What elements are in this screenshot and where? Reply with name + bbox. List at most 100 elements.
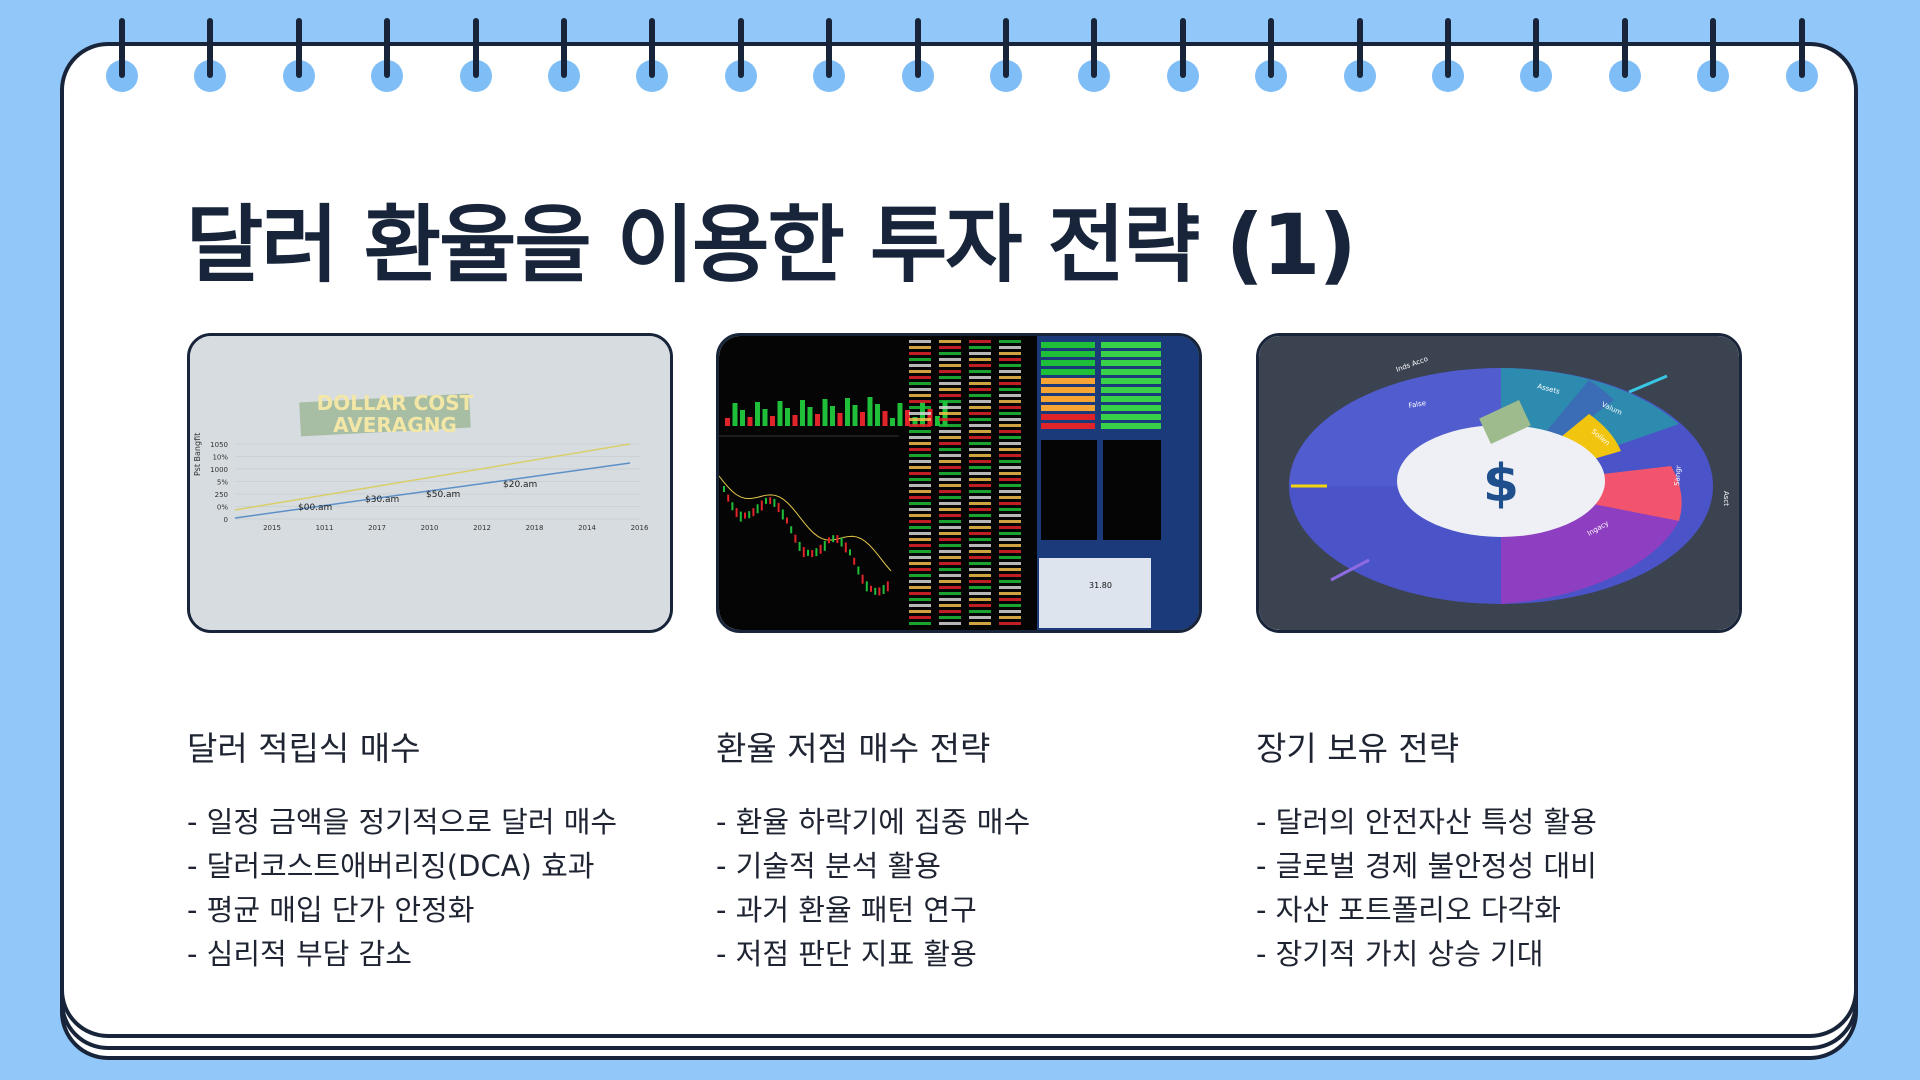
panel-cell [1041,423,1095,429]
candle [861,574,864,584]
spiral-ring [1343,0,1376,92]
column-heading: 환율 저점 매수 전략 [716,729,991,768]
quote-cell [939,538,961,541]
volume-bar [867,397,873,426]
quote-cell [999,532,1021,535]
quote-cell [969,592,991,595]
quote-cell [939,580,961,583]
quote-cell [999,442,1021,445]
quote-cell [939,508,961,511]
quote-cell [969,502,991,505]
price-tag: 31.80 [1089,581,1112,590]
quote-cell [969,520,991,523]
quote-cell [909,388,931,391]
candle [823,540,826,551]
volume-bar [732,403,738,426]
quote-cell [939,472,961,475]
strategy-column-low-point: 환율 저점 매수 전략 - 환율 하락기에 집중 매수 - 기술적 분석 활용 … [716,722,1236,976]
list-item: - 기술적 분석 활용 [716,849,941,883]
spiral-binding [0,0,1920,110]
candle [777,503,780,513]
portfolio-pie-graphic: $ Inds AccoFalseAssetsValumSoilenSangrIn… [1259,336,1739,630]
quote-cell [909,448,931,451]
quote-cell [939,604,961,607]
panel-cell [1041,342,1095,348]
volume-bar [785,408,790,426]
quote-columns [909,340,1021,625]
candle [769,497,772,505]
panel-cell [1041,414,1095,420]
spiral-ring [548,0,580,92]
ring-wire [1621,18,1628,78]
quote-cell [999,436,1021,439]
quote-cell [999,622,1021,625]
quote-cell [909,604,931,607]
quote-cell [999,592,1021,595]
candle [723,486,725,492]
quote-cell [969,364,991,367]
quote-cell [939,550,961,553]
quote-cell [939,616,961,619]
trading-terminal-image: 31.80 [716,333,1202,633]
quote-cell [999,616,1021,619]
quote-cell [999,568,1021,571]
quote-cell [999,406,1021,409]
panel-cell [1101,396,1161,402]
quote-cell [939,520,961,523]
point-label: $20.am [503,480,537,490]
quote-cell [939,352,961,355]
arrow-icon-up [1628,374,1668,394]
candle [815,548,818,557]
ring-wire [472,18,479,78]
quote-cell [939,484,961,487]
panel-cell [1041,387,1095,393]
quote-cell [909,442,931,445]
order-ticket [1039,558,1151,628]
quote-cell [909,532,931,535]
quote-cell [999,550,1021,553]
point-label: $30.am [365,495,399,505]
list-item: - 환율 하락기에 집중 매수 [716,805,1031,839]
quote-cell [999,562,1021,565]
quote-cell [909,514,931,517]
panel-cell [1041,405,1095,411]
ring-wire [1179,18,1186,78]
quote-cell [999,586,1021,589]
bullet-list: - 환율 하락기에 집중 매수 - 기술적 분석 활용 - 과거 환율 패턴 연… [716,800,1236,976]
list-item: - 평균 매입 단가 안정화 [187,893,475,927]
spiral-ring [813,0,846,92]
quote-cell [909,520,931,523]
panel-black-box [1103,440,1161,540]
list-item: - 달러의 안전자산 특성 활용 [1256,805,1597,839]
quote-cell [969,352,991,355]
quote-cell [939,346,961,349]
quote-cell [909,478,931,481]
candle [739,511,742,522]
x-tick-label: 2010 [421,524,439,532]
x-tick-label: 1011 [316,524,334,532]
quote-cell [939,364,961,367]
spiral-ring [459,0,492,92]
panel-cell [1041,396,1095,402]
panel-cell [1101,423,1161,429]
quote-cell [909,544,931,547]
panel-cell [1101,378,1161,384]
quote-cell [999,448,1021,451]
volume-bar [905,410,910,426]
quote-cell [969,508,991,511]
candle [781,509,784,520]
x-tick-label: 2014 [578,524,596,532]
price-line [719,475,892,572]
quote-cell [999,544,1021,547]
quote-cell [939,406,961,409]
candle [773,498,776,507]
quote-cell [969,574,991,577]
quote-cell [909,424,931,427]
quote-cell [909,358,931,361]
spiral-ring [371,0,404,92]
spiral-ring [194,0,227,92]
quote-cell [909,346,931,349]
quote-cell [939,574,961,577]
candle [790,526,793,534]
